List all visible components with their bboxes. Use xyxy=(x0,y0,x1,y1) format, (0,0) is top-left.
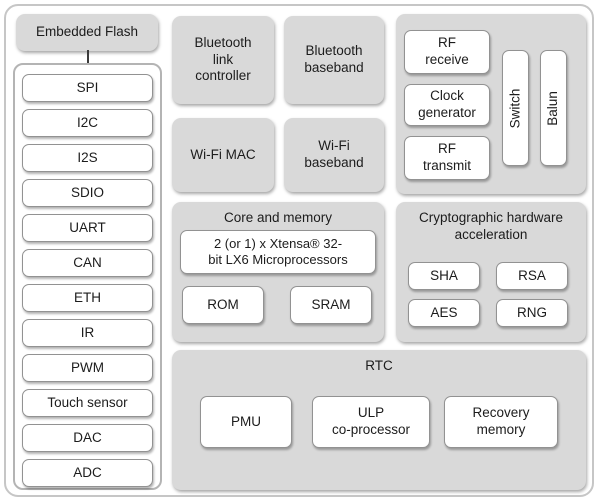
block-sram: SRAM xyxy=(290,286,372,324)
block-adc: ADC xyxy=(22,459,153,487)
block-balun: Balun xyxy=(540,50,567,166)
block-can: CAN xyxy=(22,249,153,277)
block-rf-transmit: RF transmit xyxy=(404,136,490,180)
crypto-panel: Cryptographic hardware acceleration SHA … xyxy=(396,202,586,342)
core-memory-title: Core and memory xyxy=(223,210,333,225)
block-wifi-baseband-label: Wi-Fi baseband xyxy=(304,138,364,170)
block-ulp-coprocessor: ULP co-processor xyxy=(312,396,430,448)
block-embedded-flash-label: Embedded Flash xyxy=(35,24,139,40)
block-cpu: 2 (or 1) x Xtensa® 32- bit LX6 Microproc… xyxy=(180,230,376,274)
peripheral-bus-container: SPI I2C I2S SDIO UART CAN ETH IR PWM Tou… xyxy=(13,63,162,490)
block-switch: Switch xyxy=(502,50,529,166)
block-recovery-memory: Recovery memory xyxy=(444,396,558,448)
block-embedded-flash: Embedded Flash xyxy=(16,14,158,51)
block-clock-generator: Clock generator xyxy=(404,84,490,126)
block-wifi-mac: Wi-Fi MAC xyxy=(172,118,274,192)
block-i2s: I2S xyxy=(22,144,153,172)
block-uart: UART xyxy=(22,214,153,242)
block-rng: RNG xyxy=(496,299,568,327)
diagram-frame xyxy=(4,4,594,497)
block-aes: AES xyxy=(408,299,480,327)
block-spi: SPI xyxy=(22,74,153,102)
block-sdio: SDIO xyxy=(22,179,153,207)
block-rsa: RSA xyxy=(496,262,568,290)
block-i2c: I2C xyxy=(22,109,153,137)
block-pmu: PMU xyxy=(200,396,292,448)
rf-panel: RF receive Clock generator RF transmit S… xyxy=(396,14,586,194)
block-pwm: PWM xyxy=(22,354,153,382)
block-bluetooth-baseband: Bluetooth baseband xyxy=(284,16,384,104)
rtc-title: RTC xyxy=(365,358,393,373)
block-dac: DAC xyxy=(22,424,153,452)
block-ir: IR xyxy=(22,319,153,347)
block-wifi-mac-label: Wi-Fi MAC xyxy=(190,146,256,162)
block-touch-sensor: Touch sensor xyxy=(22,389,153,417)
block-wifi-baseband: Wi-Fi baseband xyxy=(284,118,384,192)
core-memory-panel: Core and memory 2 (or 1) x Xtensa® 32- b… xyxy=(172,202,384,342)
block-switch-label: Switch xyxy=(507,88,523,128)
block-bluetooth-link-controller: Bluetooth link controller xyxy=(172,16,274,104)
crypto-title: Cryptographic hardware acceleration xyxy=(418,210,564,242)
block-rf-receive: RF receive xyxy=(404,30,490,74)
block-balun-label: Balun xyxy=(545,90,561,126)
block-sha: SHA xyxy=(408,262,480,290)
block-bluetooth-baseband-label: Bluetooth baseband xyxy=(304,43,364,75)
rtc-panel: RTC PMU ULP co-processor Recovery memory xyxy=(172,350,586,490)
block-bluetooth-link-controller-label: Bluetooth link controller xyxy=(194,34,252,84)
block-rom: ROM xyxy=(182,286,264,324)
block-eth: ETH xyxy=(22,284,153,312)
